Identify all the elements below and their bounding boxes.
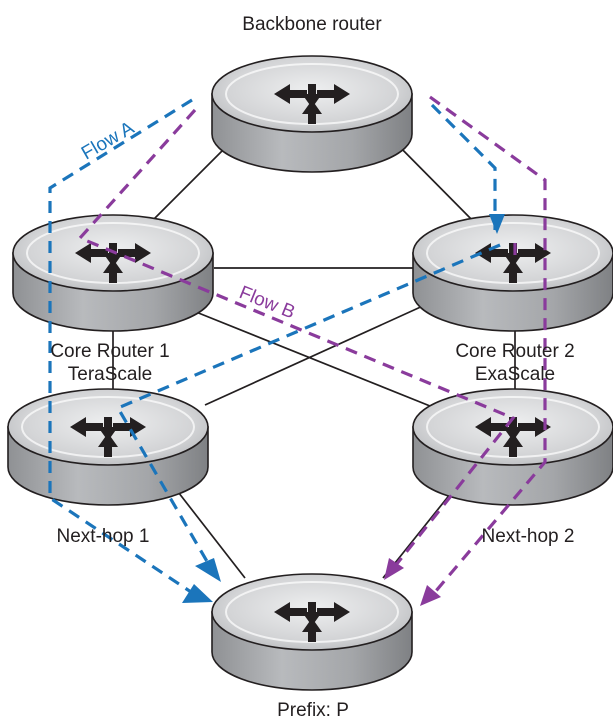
flow-b-arrowhead — [384, 558, 404, 580]
router-icon — [12, 214, 214, 332]
link-core2-nexthop1 — [204, 304, 426, 406]
flow-b-arrowhead — [420, 585, 441, 606]
prefix-label: Prefix: P — [277, 700, 349, 721]
router-icon — [211, 573, 413, 691]
core-router-1-label: Core Router 1 — [50, 341, 169, 362]
backbone-router-label: Backbone router — [242, 14, 382, 35]
flow-b-path-right — [428, 95, 547, 600]
link-nexthop1-prefix — [174, 487, 246, 579]
flow-a-arrowhead — [195, 558, 221, 582]
flow-a-label: Flow A — [78, 117, 138, 164]
router-icon — [412, 214, 613, 332]
core-router-1-subtitle: TeraScale — [68, 364, 153, 385]
flow-b-path-left — [77, 108, 516, 571]
router-icon — [412, 388, 613, 506]
core-router-2-label: Core Router 2 — [455, 341, 574, 362]
next-hop-1-label: Next-hop 1 — [57, 526, 150, 547]
flow-b-paths — [77, 95, 547, 600]
flow-b-label: Flow B — [236, 282, 298, 323]
router-icon — [211, 55, 413, 173]
flow-a-path-right — [430, 103, 497, 230]
flow-a-arrowhead — [182, 584, 213, 603]
flow-a-paths — [48, 98, 501, 600]
flow-a-path-left — [48, 98, 201, 600]
router-icon — [7, 388, 209, 506]
core-router-2-subtitle: ExaScale — [475, 364, 555, 385]
flow-a-arrowhead — [489, 214, 505, 234]
link-core1-nexthop2 — [195, 311, 441, 411]
next-hop-2-label: Next-hop 2 — [482, 526, 575, 547]
flow-a-path-cross — [115, 243, 501, 571]
